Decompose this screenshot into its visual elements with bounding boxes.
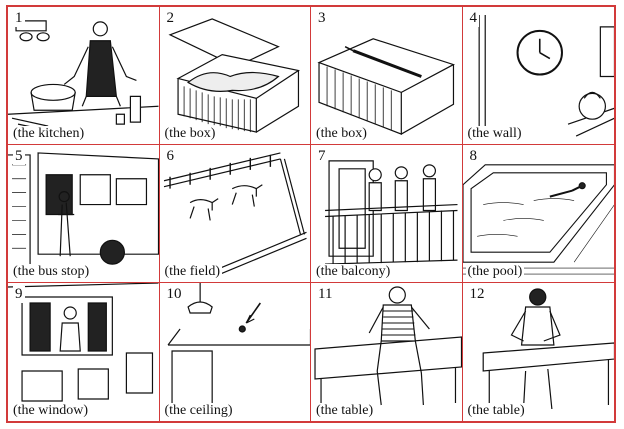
panel-11: 11 (the table) [311,283,463,421]
pen-on-box-illustration [311,7,462,144]
ceiling-illustration [160,283,311,421]
panel-9: 9 (the window) [8,283,160,421]
panel-number: 5 [13,148,25,165]
panel-caption: (the field) [162,264,223,280]
pool-illustration [463,145,615,282]
window-illustration [8,283,159,421]
panel-7: 7 (the balcony) [311,145,463,283]
panel-caption: (the box) [314,126,369,142]
panel-number: 4 [467,10,479,27]
panel-10: 10 (the ceiling) [159,283,311,421]
panel-caption: (the balcony) [314,264,393,280]
panel-number: 1 [13,10,25,27]
panel-caption: (the box) [162,126,218,142]
bus-stop-illustration [8,145,159,282]
shoebox-illustration [160,7,311,144]
clock-wall-illustration [463,7,615,144]
horses-field-illustration [160,145,311,282]
panel-number: 10 [164,286,184,303]
panel-8: 8 (the pool) [462,145,615,283]
balcony-illustration [311,145,462,282]
panel-caption: (the wall) [465,126,524,142]
woman-at-table-illustration [463,283,614,421]
panel-caption: (the window) [11,403,91,419]
panel-number: 8 [467,148,479,165]
panel-4: 4 (the wall) [462,7,615,145]
panel-12: 12 (the table) [462,283,614,421]
panel-number: 12 [467,286,487,303]
panel-caption: (the bus stop) [11,264,92,280]
panel-number: 7 [316,148,328,165]
panel-caption: (the table) [314,403,376,419]
panel-caption: (the kitchen) [11,126,87,142]
panel-number: 9 [13,286,25,303]
kitchen-illustration [8,7,159,144]
panel-5: 5 (the bus stop) [8,145,160,283]
worksheet: 1 (the kitchen) [6,5,616,423]
panel-number: 3 [316,10,328,27]
panel-number: 6 [164,148,176,165]
panel-caption: (the pool) [465,264,525,280]
panel-number: 11 [316,286,335,303]
panel-caption: (the table) [465,403,527,419]
panel-3: 3 (the box) [311,7,463,145]
panel-1: 1 (the kitchen) [8,7,160,145]
panel-caption: (the ceiling) [162,403,235,419]
panel-grid: 1 (the kitchen) [8,7,614,421]
man-on-table-illustration [311,283,462,421]
panel-2: 2 (the box) [159,7,311,145]
panel-6: 6 (the field) [159,145,311,283]
panel-number: 2 [164,10,176,27]
